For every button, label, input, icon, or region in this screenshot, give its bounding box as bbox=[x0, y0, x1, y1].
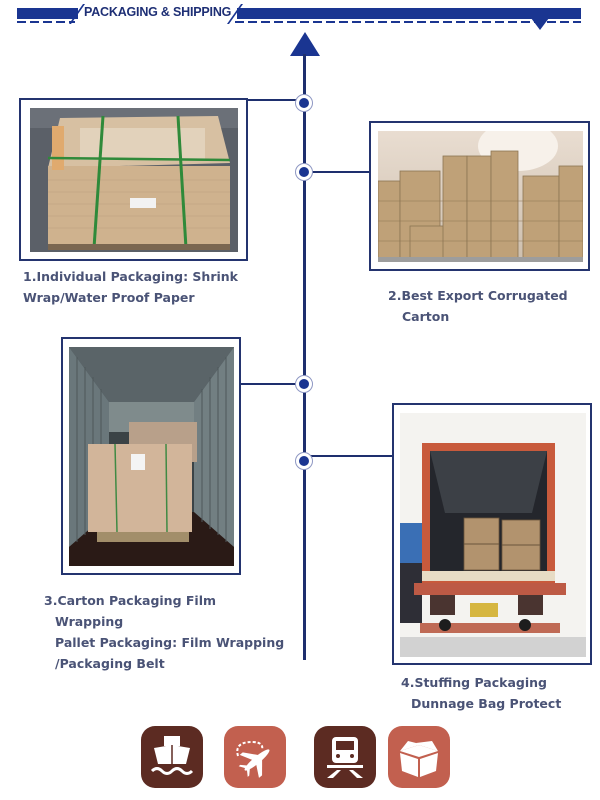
header-down-arrow-icon bbox=[531, 18, 549, 30]
connector-3 bbox=[240, 383, 305, 385]
step-2-line-2: Carton bbox=[402, 309, 450, 324]
warehouse-cartons-photo bbox=[378, 131, 583, 262]
step-4-caption: 4.Stuffing Packaging Dunnage Bag Protect bbox=[401, 672, 561, 714]
header-bar-left bbox=[17, 8, 78, 19]
step-1-photo-card bbox=[19, 98, 248, 261]
rail-freight-icon bbox=[314, 726, 376, 788]
step-3-line-2: Wrapping bbox=[55, 614, 124, 629]
timeline-node-3 bbox=[295, 375, 313, 393]
wrapped-pallet-photo bbox=[30, 108, 238, 252]
air-freight-icon bbox=[224, 726, 286, 788]
step-3-caption: 3.Carton Packaging Film Wrapping Pallet … bbox=[44, 590, 284, 674]
container-truck-photo bbox=[400, 413, 586, 657]
step-2-caption: 2.Best Export Corrugated Carton bbox=[388, 285, 568, 327]
timeline-node-4 bbox=[295, 452, 313, 470]
sea-freight-icon bbox=[141, 726, 203, 788]
step-2-line-1: 2.Best Export Corrugated bbox=[388, 288, 568, 303]
step-3-line-3: Pallet Packaging: Film Wrapping bbox=[55, 635, 285, 650]
header-dash-left bbox=[17, 21, 75, 23]
connector-1 bbox=[245, 99, 305, 101]
connector-4 bbox=[306, 455, 394, 457]
header-dash-right bbox=[235, 21, 581, 23]
step-1-line-2: Wrap/Water Proof Paper bbox=[23, 290, 195, 305]
step-3-line-1: 3.Carton Packaging Film bbox=[44, 593, 217, 608]
connector-2 bbox=[306, 171, 371, 173]
timeline-node-1 bbox=[295, 94, 313, 112]
step-1-caption: 1.Individual Packaging: Shrink Wrap/Wate… bbox=[23, 266, 238, 308]
timeline-arrow-icon bbox=[290, 32, 320, 56]
express-package-icon bbox=[388, 726, 450, 788]
header-bar-right bbox=[237, 8, 581, 19]
container-pallets-photo bbox=[69, 347, 234, 566]
step-3-line-4: /Packaging Belt bbox=[55, 656, 165, 671]
step-4-photo-card bbox=[392, 403, 592, 665]
step-3-photo-card bbox=[61, 337, 241, 575]
step-4-line-2: Dunnage Bag Protect bbox=[411, 696, 562, 711]
step-4-line-1: 4.Stuffing Packaging bbox=[401, 675, 547, 690]
step-2-photo-card bbox=[369, 121, 590, 271]
section-title: PACKAGING & SHIPPING bbox=[84, 5, 232, 19]
timeline-node-2 bbox=[295, 163, 313, 181]
step-1-line-1: 1.Individual Packaging: Shrink bbox=[23, 269, 238, 284]
timeline-line bbox=[303, 54, 306, 660]
